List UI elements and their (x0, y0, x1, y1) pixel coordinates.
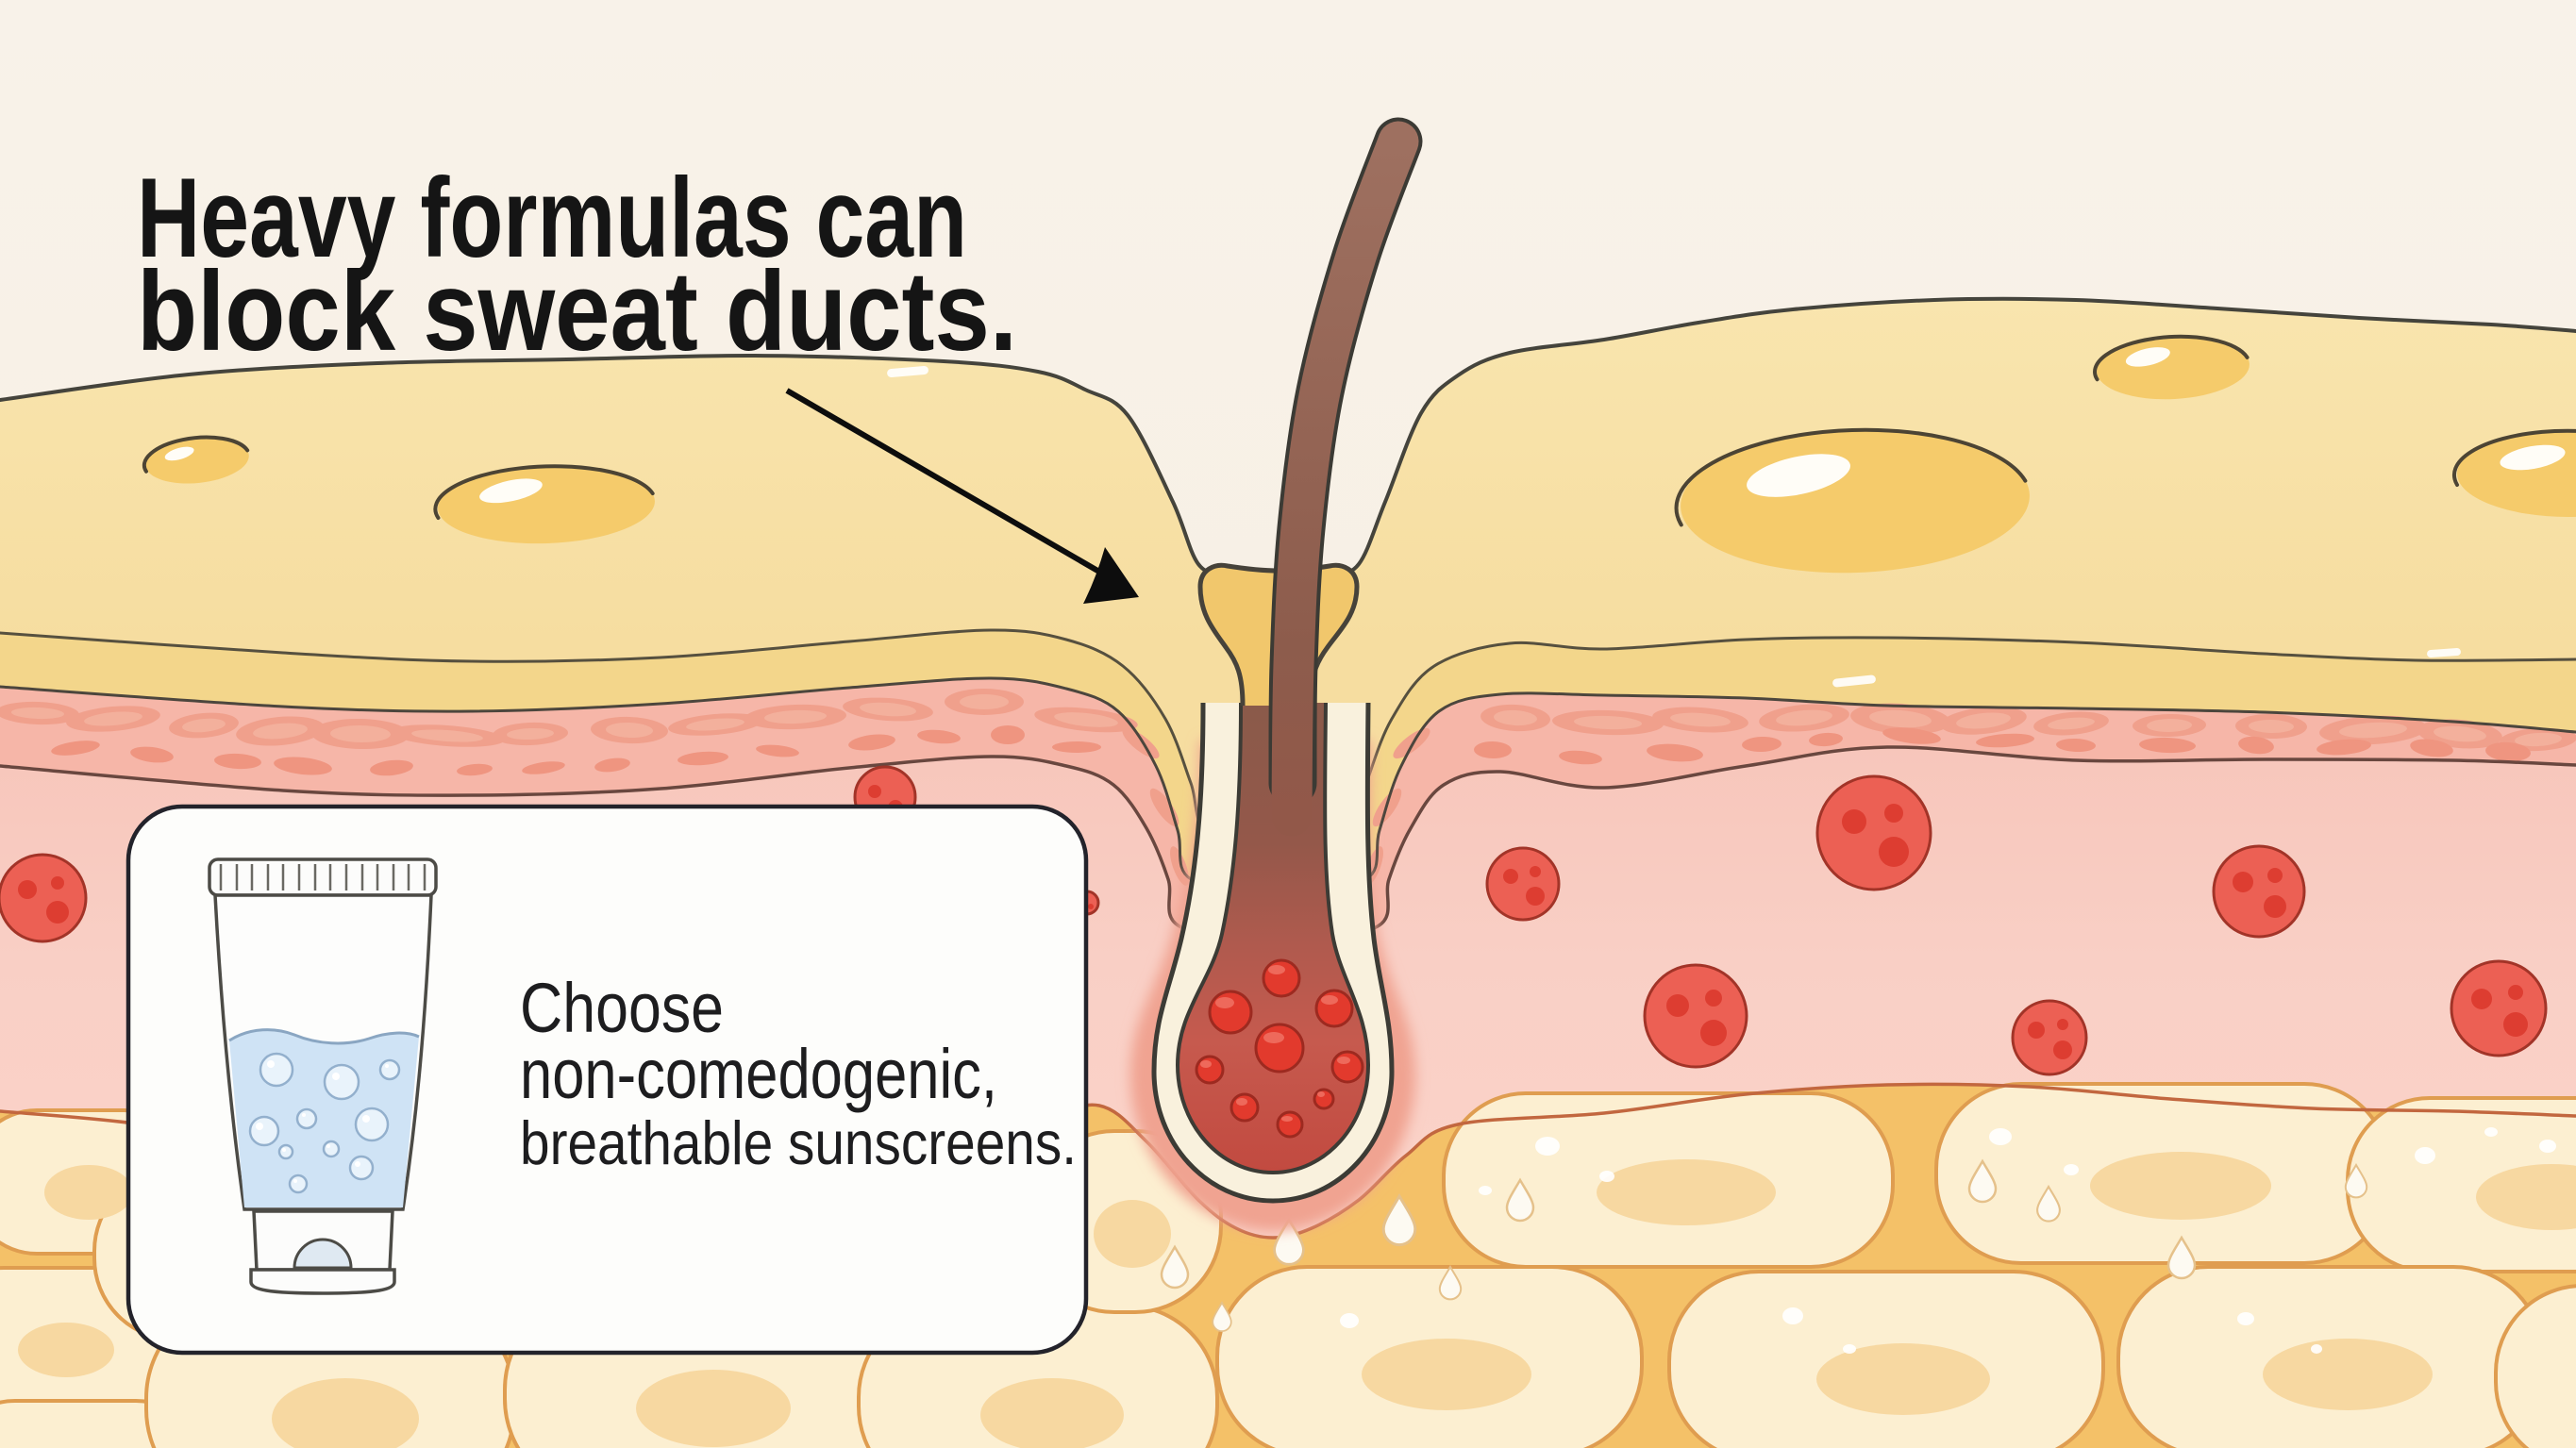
svg-text:block sweat ducts.: block sweat ducts. (137, 248, 1017, 374)
svg-text:Heavy formulas can: Heavy formulas can (137, 155, 967, 281)
svg-text:breathable sunscreens.: breathable sunscreens. (520, 1108, 1077, 1177)
svg-text:Choose: Choose (520, 969, 724, 1047)
svg-text:non-comedogenic,: non-comedogenic, (520, 1035, 997, 1113)
